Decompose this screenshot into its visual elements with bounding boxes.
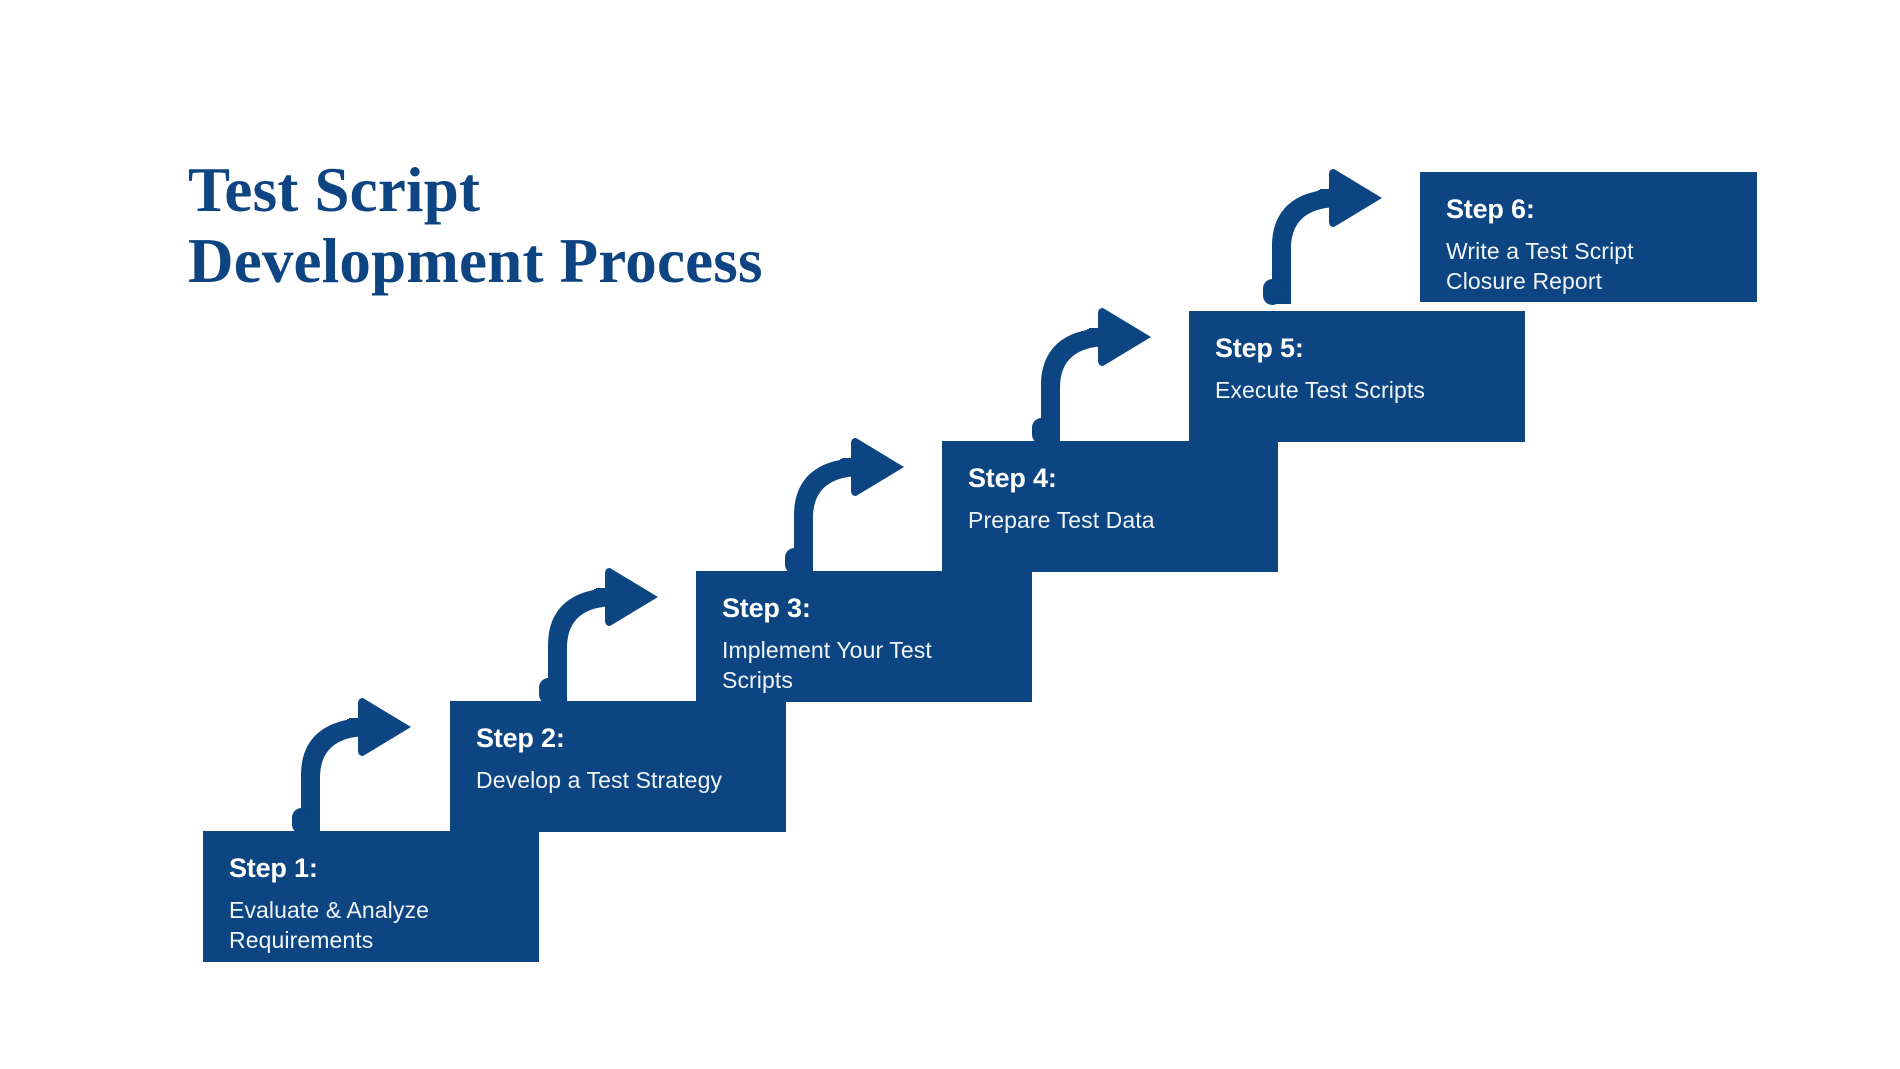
process-arrow-icon [287, 696, 422, 836]
process-arrow-icon [534, 566, 669, 706]
step-5-title: Step 5: [1215, 333, 1304, 363]
step-6-title: Step 6: [1446, 194, 1535, 224]
process-arrow-icon [780, 436, 915, 576]
process-arrow-icon [1258, 167, 1393, 307]
step-4-description: Prepare Test Data [968, 506, 1155, 533]
process-arrow-icon [1027, 306, 1162, 446]
step-box-3[interactable]: Step 3: Implement Your Test Scripts [696, 571, 1032, 702]
step-box-5[interactable]: Step 5: Execute Test Scripts [1189, 311, 1525, 442]
step-box-4[interactable]: Step 4: Prepare Test Data [942, 441, 1278, 572]
step-1-description: Evaluate & Analyze Requirements [229, 896, 429, 954]
step-2-description: Develop a Test Strategy [476, 766, 723, 793]
step-1-title: Step 1: [229, 853, 318, 883]
step-box-2[interactable]: Step 2: Develop a Test Strategy [450, 701, 786, 832]
step-6-description: Write a Test Script Closure Report [1446, 237, 1634, 295]
step-3-description: Implement Your Test Scripts [722, 636, 932, 694]
step-box-1[interactable]: Step 1: Evaluate & Analyze Requirements [203, 831, 539, 962]
step-5-description: Execute Test Scripts [1215, 376, 1425, 403]
step-3-title: Step 3: [722, 593, 811, 623]
step-4-title: Step 4: [968, 463, 1057, 493]
step-box-6[interactable]: Step 6: Write a Test Script Closure Repor… [1420, 172, 1757, 302]
page-title: Test Script Development Process [188, 155, 763, 296]
step-2-title: Step 2: [476, 723, 565, 753]
